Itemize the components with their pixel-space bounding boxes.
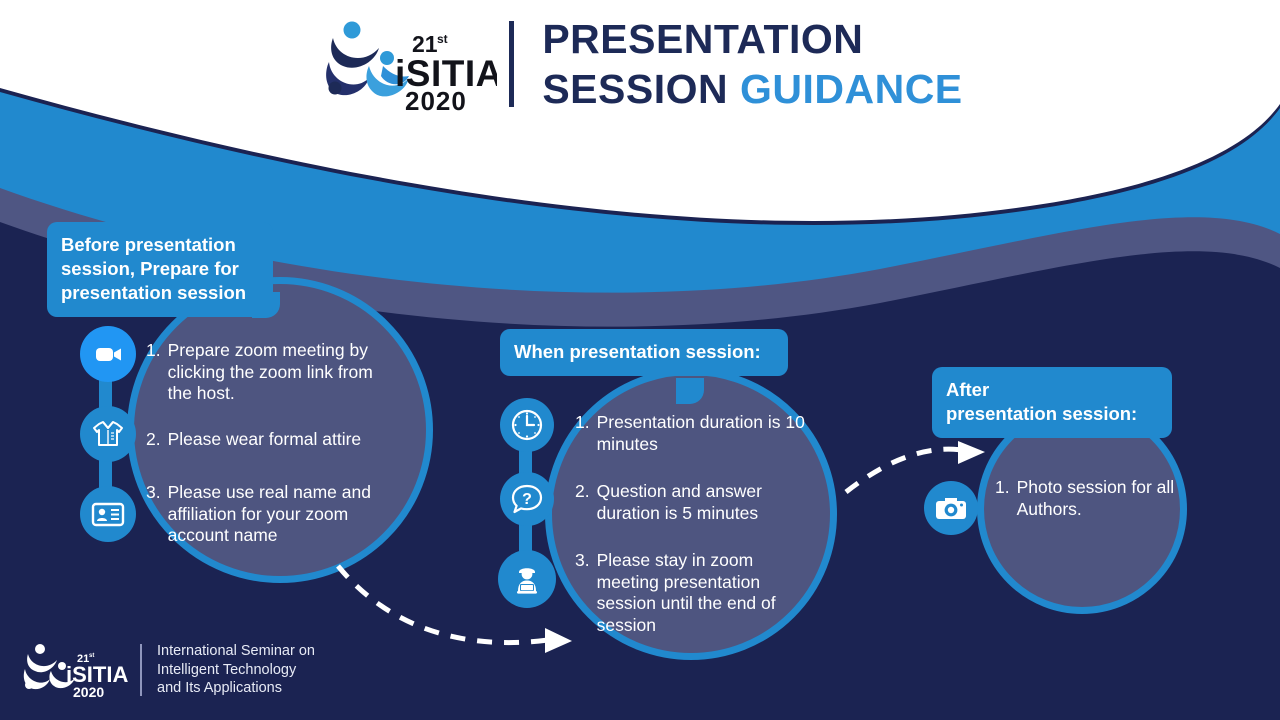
group-before-items: 1. Prepare zoom meeting by clicking the … [146, 340, 394, 547]
id-card-icon [91, 502, 125, 527]
group-when-label: When presentation session: [500, 329, 788, 377]
group-before-circle [127, 277, 433, 583]
arrow-head-2 [958, 441, 985, 464]
svg-text:iSITIA: iSITIA [66, 662, 128, 687]
svg-text:?: ? [522, 491, 532, 508]
item-text: Question and answer duration is 5 minute… [596, 481, 762, 523]
icon-badge-shirt[interactable] [80, 406, 136, 462]
shirt-icon [93, 421, 123, 446]
svg-text:st: st [89, 653, 94, 659]
title-line-2-accent: GUIDANCE [739, 65, 963, 112]
group-when-items: 1. Presentation duration is 10 minutes 2… [575, 412, 815, 636]
item-number: 2. [146, 428, 161, 449]
group-when-circle [545, 368, 837, 660]
item-text: Prepare zoom meeting by clicking the zoo… [167, 340, 373, 404]
group-after-label-line-1: After [946, 379, 990, 400]
slide-header: 21 st iSITIA 2020 PRESENTATION SESSION G… [0, 0, 1280, 128]
list-item: 1. Photo session for all Authors. [995, 477, 1185, 520]
group-before-label: Before presentation session, Prepare for… [47, 222, 273, 318]
title-divider [509, 21, 515, 107]
item-number: 1. [575, 412, 590, 432]
list-item: 2. Please wear formal attire [146, 429, 394, 451]
group-after-items: 1. Photo session for all Authors. [995, 477, 1185, 520]
group-when-label-tail [676, 378, 704, 404]
arrow-head-1 [545, 628, 572, 653]
footer-divider [140, 644, 142, 696]
item-number: 3. [146, 482, 161, 503]
svg-text:21: 21 [412, 31, 438, 57]
item-number: 1. [146, 340, 161, 360]
question-bubble-icon: ? [511, 484, 543, 514]
slide-footer: 21 st iSITIA 2020 International Seminar … [18, 640, 315, 700]
group-before-label-line-3: presentation session [61, 282, 247, 304]
page-title: PRESENTATION SESSION GUIDANCE [542, 15, 963, 112]
footer-text: International Seminar on Intelligent Tec… [157, 642, 315, 699]
title-line-2: SESSION GUIDANCE [542, 65, 963, 112]
footer-text-line-1: International Seminar on [157, 642, 315, 659]
group-when-connector-2 [519, 518, 532, 556]
item-number: 2. [575, 481, 590, 502]
icon-badge-camera[interactable] [924, 481, 978, 535]
group-after-label-line-2: presentation session: [946, 403, 1138, 425]
group-before-label-line-2: session, Prepare for [61, 258, 239, 280]
icon-badge-clock[interactable] [500, 398, 554, 452]
svg-text:21: 21 [77, 653, 89, 665]
svg-text:2020: 2020 [73, 684, 104, 700]
footer-text-line-3: and Its Applications [157, 680, 282, 697]
item-text: Please stay in zoom meeting presentation… [596, 550, 776, 635]
list-item: 3. Please use real name and affiliation … [146, 482, 394, 547]
title-line-1: PRESENTATION [542, 15, 864, 62]
group-before-label-line-1: Before presentation [61, 234, 236, 255]
title-line-2-plain: SESSION [542, 65, 740, 112]
item-text: Please wear formal attire [167, 428, 362, 449]
group-when-label-line-1: When presentation session: [514, 341, 761, 362]
arrow-before-to-when [336, 564, 549, 646]
footer-text-line-2: Intelligent Technology [157, 661, 297, 678]
item-text: Please use real name and affiliation for… [167, 482, 371, 546]
item-number: 1. [995, 477, 1010, 497]
icon-badge-question-bubble[interactable]: ? [500, 472, 554, 526]
arrow-when-to-after [844, 446, 963, 494]
item-number: 3. [575, 550, 590, 571]
isitia-logo-mark: 21 st iSITIA 2020 [326, 21, 497, 112]
icon-badge-person-laptop[interactable] [498, 550, 556, 608]
svg-text:iSITIA: iSITIA [395, 53, 497, 94]
group-before-connector-2 [99, 452, 112, 492]
footer-isitia-logo: 21 st iSITIA 2020 [23, 644, 128, 700]
list-item: 2. Question and answer duration is 5 min… [575, 481, 815, 524]
isitia-logo: 21 st iSITIA 2020 PRESENTATION SESSION G… [317, 16, 962, 112]
person-laptop-icon [517, 568, 537, 594]
svg-text:2020: 2020 [405, 86, 467, 112]
item-text: Photo session for all Authors. [1016, 477, 1175, 519]
icon-badge-video-camera[interactable] [80, 326, 136, 382]
svg-text:st: st [437, 32, 448, 46]
clock-icon [511, 409, 543, 441]
list-item: 3. Please stay in zoom meeting presentat… [575, 550, 815, 636]
group-after-label: After presentation session: [932, 367, 1172, 439]
list-item: 1. Presentation duration is 10 minutes [575, 412, 815, 455]
camera-icon [936, 498, 966, 519]
list-item: 1. Prepare zoom meeting by clicking the … [146, 340, 394, 405]
icon-badge-id-card[interactable] [80, 486, 136, 542]
item-text: Presentation duration is 10 minutes [596, 412, 805, 454]
video-camera-icon [96, 348, 121, 361]
